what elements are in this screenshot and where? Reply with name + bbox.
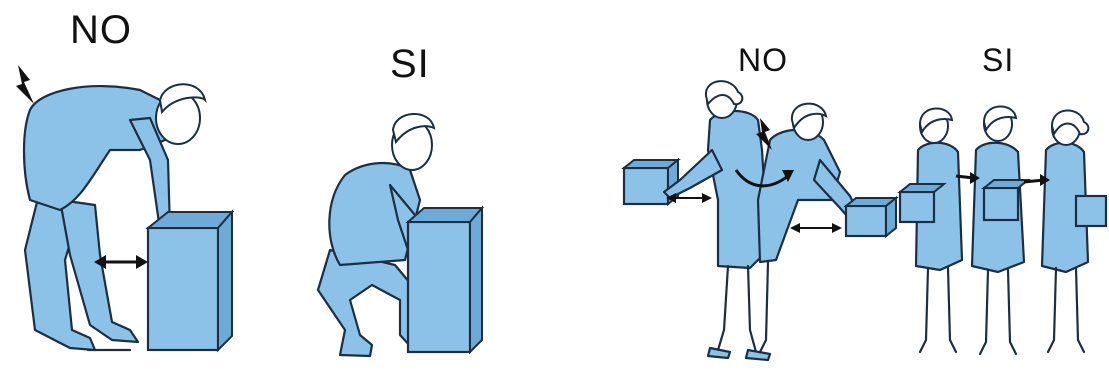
- correct-woman-1-figure: [900, 108, 962, 352]
- correct-woman-2-figure: [972, 106, 1028, 354]
- lifting-figures: [0, 0, 560, 374]
- box-right: [408, 208, 482, 352]
- lifting-illustration-panel: NO SI: [0, 0, 560, 374]
- twisting-woman-figure: [664, 81, 770, 360]
- pain-lightning-icon: [16, 65, 34, 104]
- passing-figures: [600, 0, 1109, 374]
- box-left: [148, 212, 232, 350]
- distance-arrow-right-icon: [790, 223, 842, 233]
- box-near-right: [846, 198, 896, 236]
- passing-illustration-panel: NO SI: [600, 0, 1109, 374]
- correct-woman-3-figure: [1042, 110, 1106, 352]
